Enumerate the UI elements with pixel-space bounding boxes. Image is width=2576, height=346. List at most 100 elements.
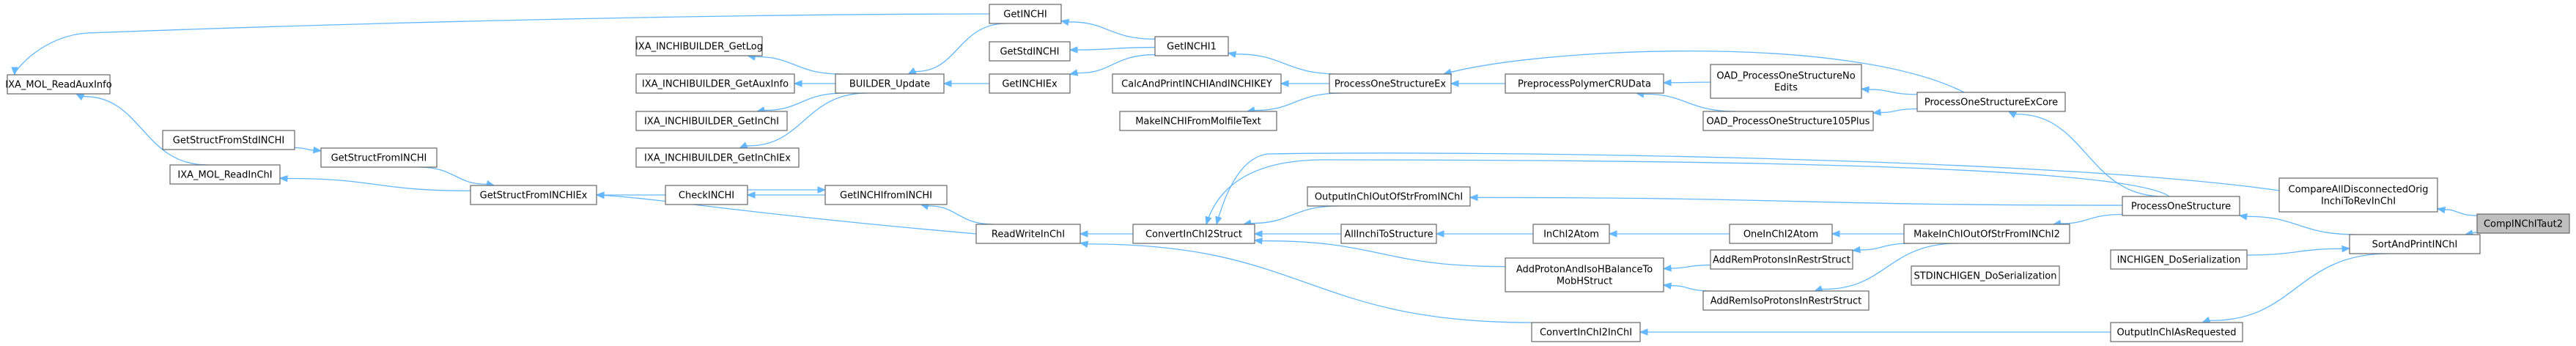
- node-convert2struct[interactable]: ConvertInChI2Struct: [1132, 224, 1255, 244]
- node-label: IXA_INCHIBUILDER_GetAuxInfo: [642, 79, 789, 90]
- edge-n_gsinchiex-to-n_readinchi: [285, 177, 471, 191]
- arrowhead-n_pose_ex-to-n_calcandprint: [1280, 80, 1289, 87]
- node-output-req[interactable]: OutputInChIAsRequested: [2110, 322, 2243, 342]
- node-inchigen-ds[interactable]: INCHIGEN_DoSerialization: [2110, 249, 2248, 270]
- node-gsinchi[interactable]: GetStructFromINCHI: [320, 147, 438, 168]
- node-readinchi[interactable]: IXA_MOL_ReadInChI: [169, 164, 281, 185]
- node-label: OAD_ProcessOneStructure105Plus: [1707, 117, 1870, 128]
- edge-n_oad_noedits-to-n_preproc: [1669, 81, 1711, 84]
- edge-n_comp_taut2-to-n_compare: [2443, 209, 2478, 216]
- node-label: GetStructFromINCHIEx: [480, 191, 588, 202]
- node-box: [824, 185, 948, 205]
- arrowhead-n_oneinchi2atom-to-n_inchi2atom: [1608, 230, 1617, 238]
- node-output-out[interactable]: OutputInChIOutOfStrFromINChI: [1307, 186, 1471, 207]
- edge-n_sortprint-to-n_pos: [2245, 216, 2357, 235]
- node-comp-taut2[interactable]: CompINChITaut2: [2476, 213, 2570, 234]
- edge-n_pose_excore-to-n_oad_105: [1878, 108, 1918, 114]
- node-oneinchi2atom[interactable]: OneInChI2Atom: [1729, 224, 1833, 244]
- node-getinchi-b[interactable]: IXA_INCHIBUILDER_GetInChI: [635, 111, 788, 131]
- node-label: AddRemProtonsInRestrStruct: [1713, 255, 1850, 266]
- node-addrem[interactable]: AddRemProtonsInRestrStruct: [1710, 249, 1853, 270]
- node-calcandprint[interactable]: CalcAndPrintINCHIAndINCHIKEY: [1112, 73, 1282, 94]
- arrowhead-n_sortprint-to-n_output_req: [2201, 316, 2211, 323]
- node-rwinchi[interactable]: ReadWriteInChI: [975, 224, 1081, 244]
- arrowhead-n_checkinchi-to-n_getinchifrom: [817, 186, 827, 194]
- node-makefrommol[interactable]: MakeINCHIFromMolfileText: [1119, 111, 1277, 131]
- node-sortprint[interactable]: SortAndPrintINChI: [2349, 234, 2481, 254]
- node-convert2inchi[interactable]: ConvertInChI2InChI: [1531, 322, 1641, 342]
- node-label: AddRemIsoProtonsInRestrStruct: [1710, 296, 1861, 307]
- node-addremiso[interactable]: AddRemIsoProtonsInRestrStruct: [1702, 290, 1870, 311]
- node-box: [635, 73, 795, 94]
- node-makeinchiout[interactable]: MakeInChIOutOfStrFromINChI2: [1903, 224, 2070, 244]
- node-label: GetStdINCHI: [1000, 47, 1059, 58]
- node-label: MakeINCHIFromMolfileText: [1135, 117, 1261, 128]
- node-box: [665, 185, 748, 205]
- edge-n_bupdate-to-n_getinchi_b: [762, 92, 845, 111]
- edge-n_pose_ex-to-n_makefrommol: [1252, 92, 1342, 111]
- node-gsinchiex[interactable]: GetStructFromINCHIEx: [470, 185, 597, 205]
- node-std-ds[interactable]: STDINCHIGEN_DoSerialization: [1911, 265, 2060, 286]
- node-label: AddProtonAndIsoHBalanceTo: [1516, 265, 1653, 276]
- node-box: [989, 73, 1071, 94]
- node-pos[interactable]: ProcessOneStructure: [2122, 196, 2240, 216]
- arrowhead-n_oad_noedits-to-n_preproc: [1662, 78, 1672, 86]
- node-getinchi1[interactable]: GetINCHI1: [1154, 36, 1229, 56]
- node-bupdate[interactable]: BUILDER_Update: [835, 73, 945, 94]
- arrowhead-n_pos-to-n_convert2struct: [1205, 216, 1212, 226]
- arrowhead-n_addremiso-to-n_addproton: [1662, 282, 1672, 290]
- node-compare[interactable]: CompareAllDisconnectedOrigInchiToRevInCh…: [2278, 177, 2438, 213]
- node-label: IXA_MOL_ReadInChI: [177, 170, 272, 181]
- node-getstd[interactable]: GetStdINCHI: [989, 41, 1071, 62]
- arrowhead-n_convert2struct-to-n_rwinchi: [1079, 230, 1088, 238]
- node-getaux[interactable]: IXA_INCHIBUILDER_GetAuxInfo: [635, 73, 795, 94]
- node-box: [989, 41, 1071, 62]
- edge-n_getinchi1-to-n_getINCHI: [1066, 21, 1156, 40]
- arrowhead-n_makeinchiout-to-n_oneinchi2atom: [1831, 230, 1840, 238]
- node-label: GetINCHI1: [1167, 42, 1217, 53]
- node-getinchiex[interactable]: GetINCHIEx: [989, 73, 1071, 94]
- node-gsstd[interactable]: GetStructFromStdINCHI: [162, 130, 295, 150]
- edge-n_getinchi1-to-n_getinchiex: [1075, 54, 1156, 74]
- node-box: [1710, 249, 1853, 270]
- node-box: [1911, 265, 2060, 286]
- node-allinchi[interactable]: AllInchiToStructure: [1340, 224, 1437, 244]
- node-readaux[interactable]: IXA_MOL_ReadAuxInfo: [5, 74, 112, 95]
- arrowhead-n_pose_ex-to-n_getinchi1: [1227, 51, 1237, 59]
- node-box: [2476, 213, 2570, 234]
- arrowhead-n_bupdate-to-n_getinchiex_b: [739, 141, 748, 149]
- node-label: INCHIGEN_DoSerialization: [2117, 255, 2241, 266]
- node-oad-105[interactable]: OAD_ProcessOneStructure105Plus: [1702, 111, 1874, 131]
- node-getinchifrom[interactable]: GetINCHIfromINCHI: [824, 185, 948, 205]
- node-inchi2atom[interactable]: InChI2Atom: [1532, 224, 1610, 244]
- node-box: [1710, 64, 1862, 99]
- node-label: ProcessOneStructureExCore: [1924, 97, 2058, 108]
- node-preproc[interactable]: PreprocessPolymerCRUData: [1505, 73, 1664, 94]
- node-pose-excore[interactable]: ProcessOneStructureExCore: [1916, 92, 2066, 112]
- node-label: OutputInChIOutOfStrFromINChI: [1315, 192, 1463, 203]
- node-label: CompareAllDisconnectedOrig: [2289, 185, 2429, 196]
- node-checkinchi[interactable]: CheckINCHI: [665, 185, 748, 205]
- node-label: GetINCHIEx: [1002, 79, 1058, 90]
- node-box: [2110, 322, 2243, 342]
- node-getinchiex-b[interactable]: IXA_INCHIBUILDER_GetInChIEx: [635, 147, 800, 168]
- arrowhead-n_compare-to-n_convert2struct: [1215, 216, 1222, 226]
- arrowhead-n_readinchi-to-n_readaux: [75, 93, 85, 101]
- arrowhead-n_allinchi-to-n_convert2struct: [1253, 230, 1263, 238]
- edge-n_rwinchi-to-n_gsinchiex: [596, 194, 977, 235]
- node-box: [1505, 73, 1664, 94]
- node-box: [1119, 111, 1277, 131]
- arrowhead-n_preproc-to-n_pose_ex: [1450, 80, 1459, 87]
- node-getlog[interactable]: IXA_INCHIBUILDER_GetLog: [635, 36, 763, 56]
- arrowhead-n_getINCHI-to-n_readaux: [11, 67, 18, 76]
- node-pose-ex[interactable]: ProcessOneStructureEx: [1329, 73, 1452, 94]
- arrowhead-n_getinchi1-to-n_getinchiex: [1069, 69, 1079, 76]
- node-getINCHI[interactable]: GetINCHI: [989, 4, 1062, 24]
- edge-n_pos-to-n_output_out: [1475, 196, 2123, 206]
- node-box: [169, 164, 281, 185]
- arrowhead-n_gsinchiex-to-n_readinchi: [278, 174, 288, 183]
